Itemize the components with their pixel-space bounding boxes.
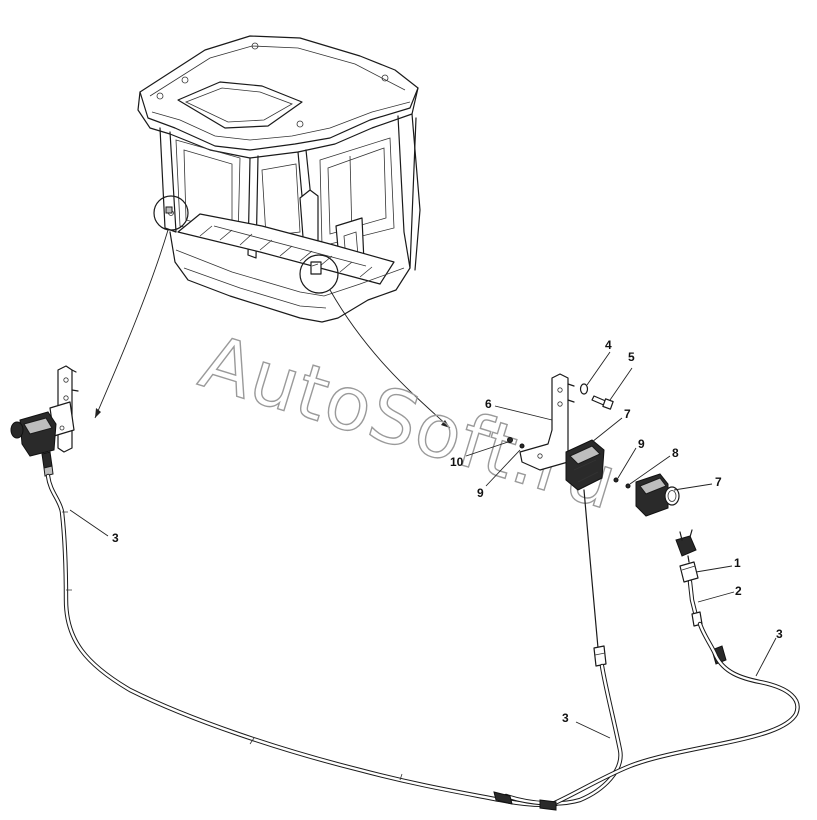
pointer-right — [329, 289, 451, 429]
left-sensor-assembly — [10, 365, 79, 477]
callout-4: 4 — [605, 338, 612, 352]
connector-part-1 — [679, 561, 699, 583]
callout-10: 10 — [450, 455, 464, 469]
callout-6: 6 — [485, 397, 492, 411]
wiring-harness — [45, 473, 800, 811]
callout-3-right: 3 — [776, 627, 783, 641]
arrow-head-left — [95, 408, 101, 418]
callout-7-right: 7 — [715, 475, 722, 489]
arrow-head-right — [441, 420, 450, 428]
callout-1: 1 — [734, 556, 741, 570]
washer-part-9-left — [519, 443, 525, 449]
callout-3-left: 3 — [112, 531, 119, 545]
callout-7-top: 7 — [624, 407, 631, 421]
callout-labels: 4 5 6 7 10 9 9 8 7 1 2 3 3 — [69, 338, 783, 739]
switch-part-7-exploded — [635, 473, 669, 517]
callout-5: 5 — [628, 350, 635, 364]
callout-9-left: 9 — [477, 486, 484, 500]
nut-part-8 — [625, 483, 631, 489]
washer-part-9-right — [613, 477, 619, 483]
bracket-assembly — [507, 373, 680, 517]
connector-assembly — [675, 529, 727, 665]
callout-8: 8 — [672, 446, 679, 460]
washer-part-4 — [579, 383, 589, 395]
pointer-left — [94, 229, 169, 419]
callout-2: 2 — [735, 584, 742, 598]
callout-3-bottom: 3 — [562, 711, 569, 725]
callout-9-right: 9 — [638, 437, 645, 451]
plug-top — [675, 535, 697, 557]
operator-cab — [137, 35, 421, 323]
nut-part-10 — [507, 437, 513, 443]
